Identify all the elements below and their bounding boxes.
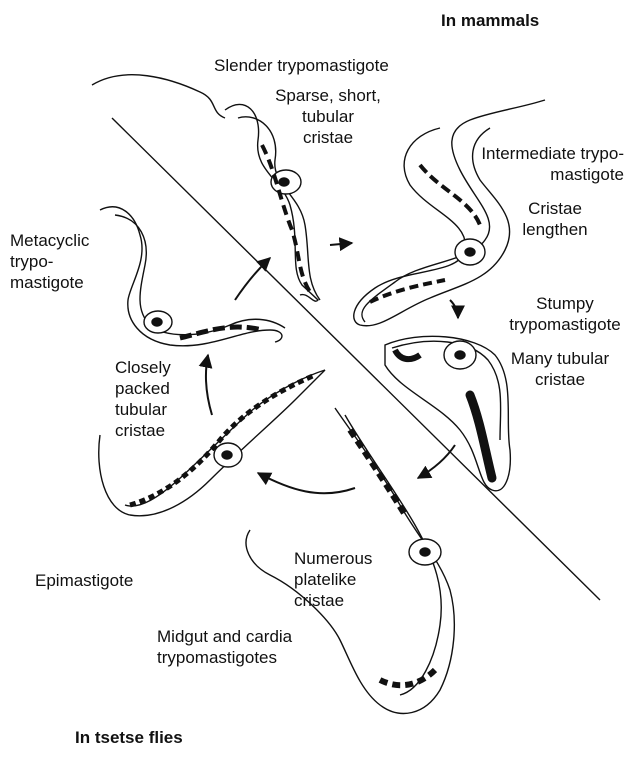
arrow-metacyclic-to-slender [235, 258, 270, 300]
metacyclic-trypomastigote-cell [100, 207, 285, 346]
header-in-mammals: In mammals [441, 10, 539, 31]
arrow-stumpy-to-midgut [418, 445, 455, 478]
midgut-cardia-trypomastigotes-label: Midgut and cardia trypomastigotes [157, 626, 292, 668]
arrow-slender-to-intermediate [330, 243, 352, 245]
epimastigote-label: Epimastigote [35, 570, 133, 591]
header-in-tsetse-flies: In tsetse flies [75, 727, 183, 748]
arrow-intermediate-to-stumpy [450, 300, 458, 318]
stumpy-trypomastigote-label: Stumpy trypomastigote [495, 293, 633, 335]
arrow-epimastigote-to-metacyclic [206, 355, 212, 415]
slender-cristae-note: Sparse, short, tubular cristae [248, 85, 408, 148]
intermediate-cristae-note: Cristae lengthen [510, 198, 600, 240]
epimastigote-cristae-note: Closely packed tubular cristae [115, 357, 171, 441]
arrow-midgut-to-epimastigote [258, 473, 355, 493]
stumpy-cristae-note: Many tubular cristae [492, 348, 628, 390]
metacyclic-trypomastigote-label: Metacyclic trypo- mastigote [10, 230, 89, 293]
slender-trypomastigote-label: Slender trypomastigote [214, 55, 389, 76]
intermediate-trypomastigote-label: Intermediate trypo- mastigote [446, 143, 624, 185]
midgut-cristae-note: Numerous platelike cristae [294, 548, 372, 611]
